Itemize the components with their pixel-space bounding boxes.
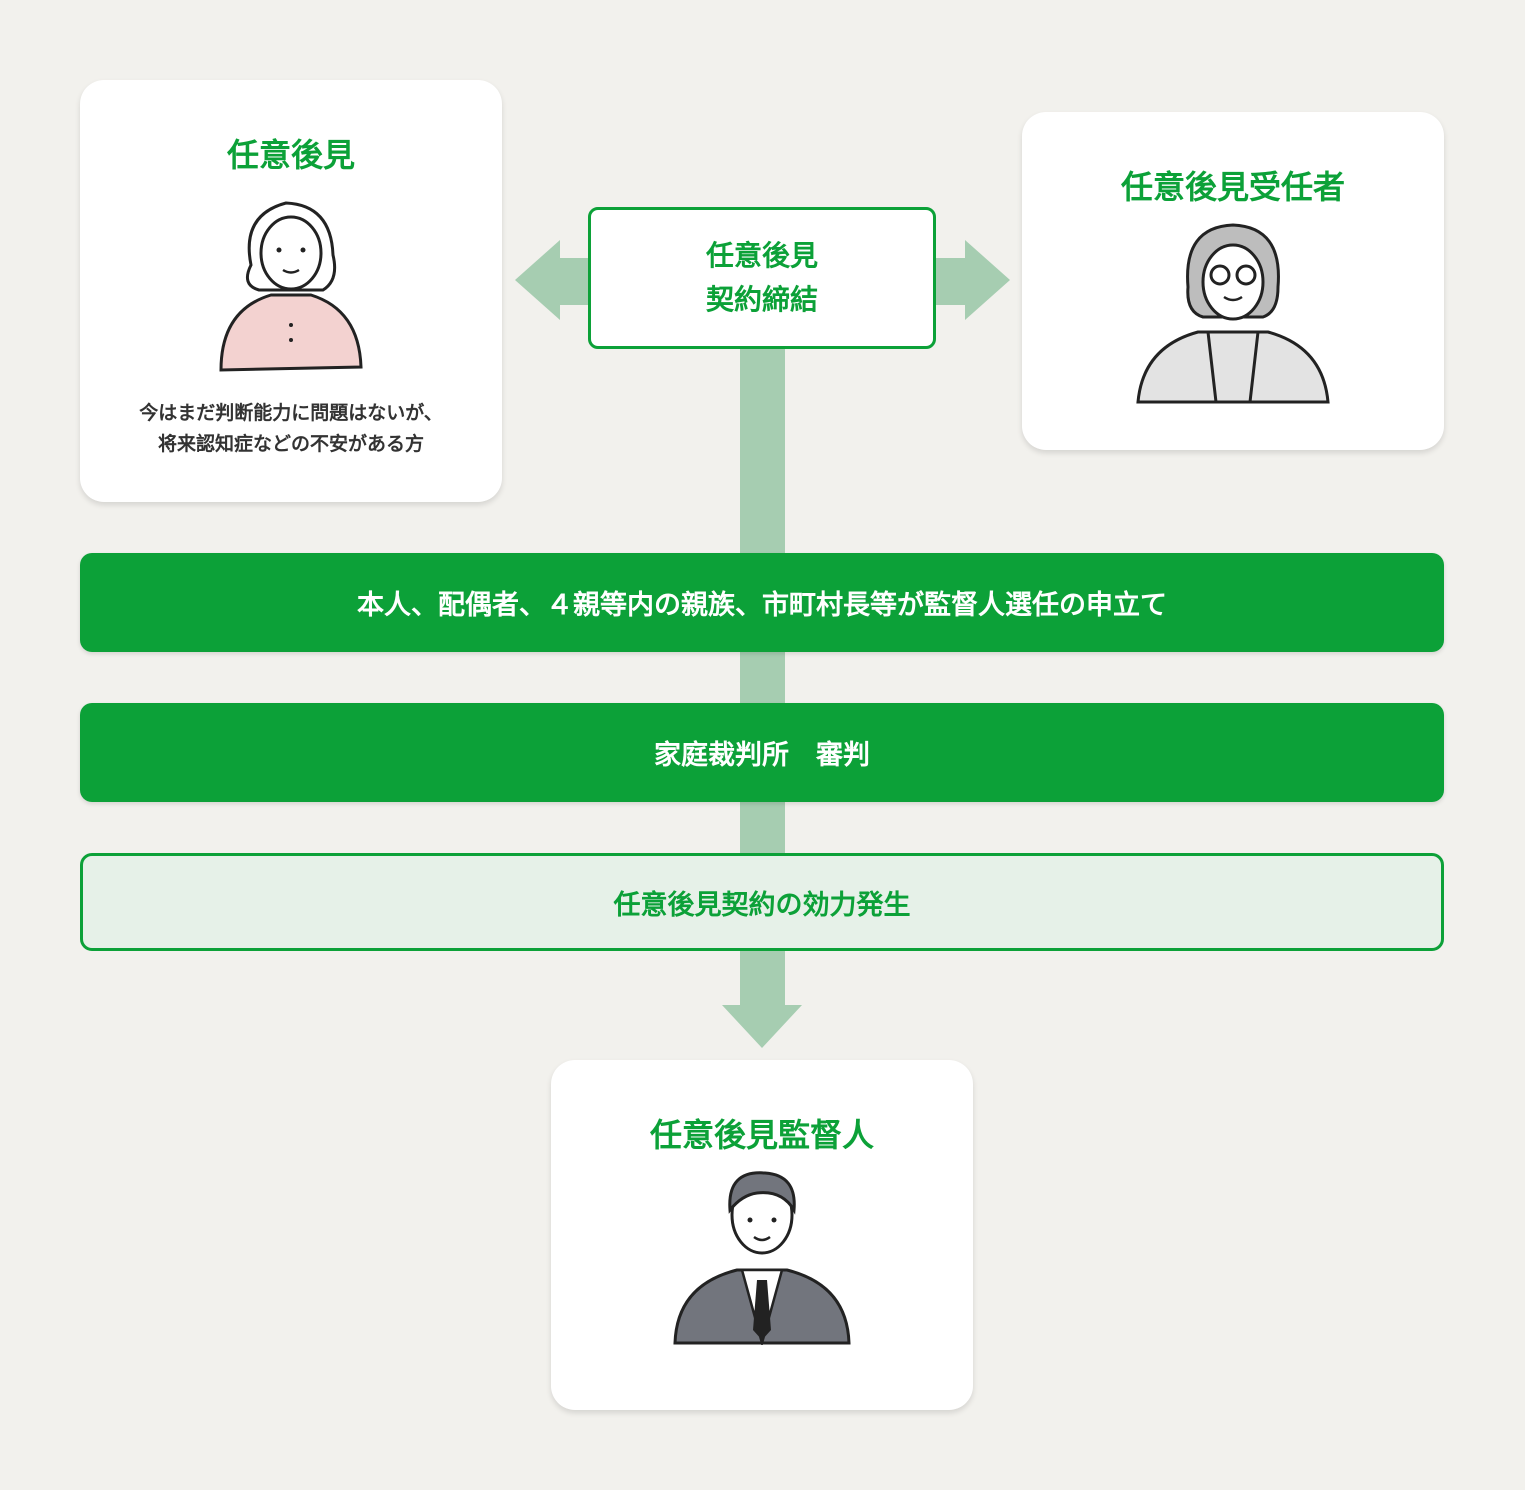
right-arrow: [936, 240, 1010, 320]
supervisor-title: 任意後見監督人: [649, 1116, 874, 1154]
supervisor-card: 任意後見監督人: [551, 1060, 973, 1410]
man-in-suit-icon: [673, 1171, 851, 1345]
step-contract-effective: 任意後見契約の効力発生: [80, 853, 1444, 951]
principal-card: 任意後見 今はまだ判断能力に問題はないが、 将来認知症などの不安がある方: [80, 80, 502, 502]
trustee-title: 任意後見受任者: [1120, 168, 1345, 206]
trustee-card: 任意後見受任者: [1022, 112, 1444, 450]
step-court-ruling: 家庭裁判所 審判: [80, 703, 1444, 802]
older-woman-with-glasses-icon: [1136, 223, 1330, 404]
principal-title: 任意後見: [226, 136, 355, 174]
contract-box: 任意後見 契約締結: [588, 207, 936, 349]
step-petition: 本人、配偶者、４親等内の親族、市町村長等が監督人選任の申立て: [80, 553, 1444, 652]
woman-icon: [219, 201, 363, 372]
left-arrow: [515, 240, 588, 320]
principal-description: 今はまだ判断能力に問題はないが、 将来認知症などの不安がある方: [139, 402, 443, 455]
